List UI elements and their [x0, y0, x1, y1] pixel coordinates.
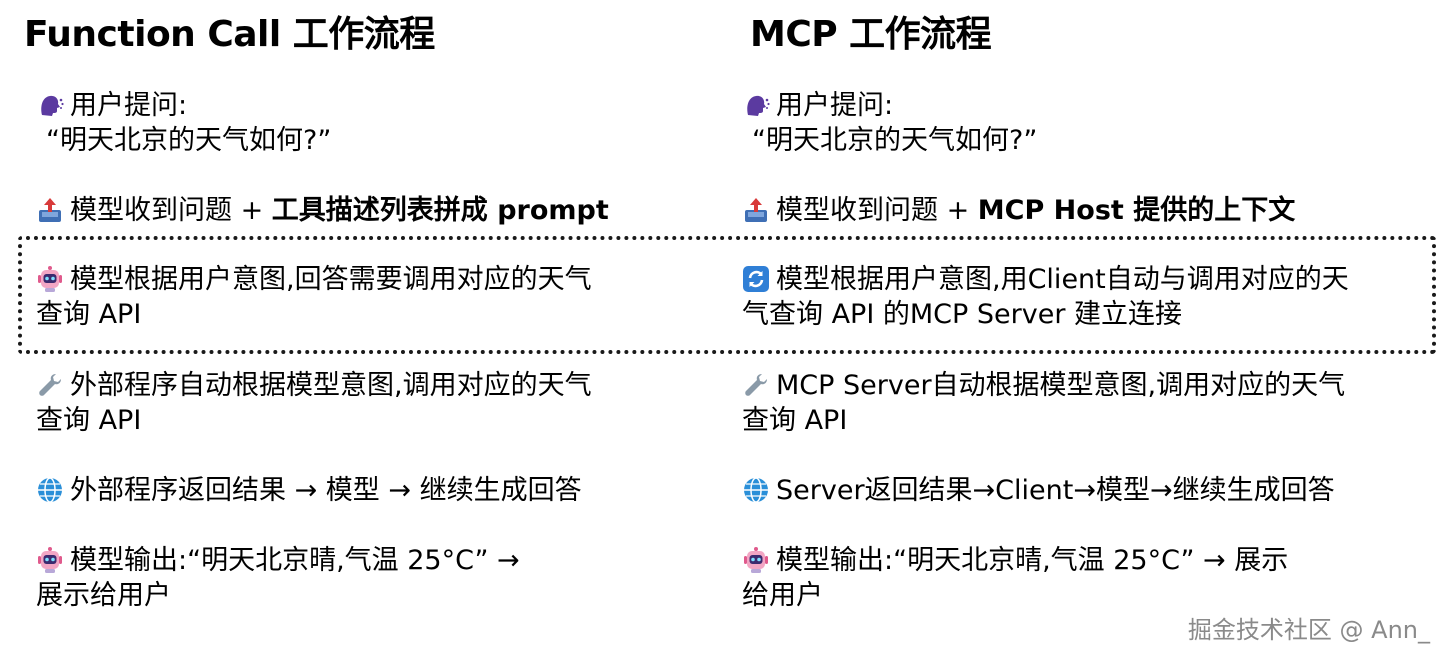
left-user-question: 用户提问: “明天北京的天气如何?” [36, 88, 331, 158]
robot-icon [742, 546, 770, 574]
step-return-text: 外部程序返回结果 → 模型 → 继续生成回答 [70, 475, 582, 506]
step-call-line1: MCP Server自动根据模型意图,调用对应的天气 [776, 370, 1346, 401]
step-receive-bold: 工具描述列表拼成 prompt [271, 195, 609, 226]
speaking-head-icon [742, 91, 770, 119]
right-step-decide: 模型根据用户意图,用Client自动与调用对应的天 气查询 API 的MCP S… [742, 262, 1349, 332]
user-question-label: 用户提问: [70, 90, 188, 121]
step-output-line2: 展示给用户 [36, 580, 171, 611]
globe-icon [742, 476, 770, 504]
left-step-output: 模型输出:“明天北京晴,气温 25°C” → 展示给用户 [36, 543, 520, 613]
watermark: 掘金技术社区 @ Ann_ [1187, 616, 1430, 644]
left-step-call: 外部程序自动根据模型意图,调用对应的天气 查询 API [36, 368, 592, 438]
step-output-line2: 给用户 [742, 580, 823, 611]
function-call-title: Function Call 工作流程 [24, 14, 435, 55]
robot-icon [36, 546, 64, 574]
step-decide-line1: 模型根据用户意图,回答需要调用对应的天气 [70, 264, 592, 295]
highlight-dotted-box [18, 236, 1436, 354]
right-user-question: 用户提问: “明天北京的天气如何?” [742, 88, 1037, 158]
right-step-return: Server返回结果→Client→模型→继续生成回答 [742, 473, 1335, 508]
step-output-line1: 模型输出:“明天北京晴,气温 25°C” → 展示 [776, 545, 1289, 576]
left-step-return: 外部程序返回结果 → 模型 → 继续生成回答 [36, 473, 582, 508]
right-step-output: 模型输出:“明天北京晴,气温 25°C” → 展示 给用户 [742, 543, 1288, 613]
outbox-tray-icon [36, 196, 64, 224]
step-decide-line1: 模型根据用户意图,用Client自动与调用对应的天 [776, 264, 1349, 295]
right-step-receive: 模型收到问题 + MCP Host 提供的上下文 [742, 193, 1295, 228]
step-receive-bold: MCP Host 提供的上下文 [977, 195, 1296, 226]
left-step-receive: 模型收到问题 + 工具描述列表拼成 prompt [36, 193, 609, 228]
outbox-tray-icon [742, 196, 770, 224]
refresh-icon [742, 265, 770, 293]
step-output-line1: 模型输出:“明天北京晴,气温 25°C” → [70, 545, 520, 576]
step-return-text: Server返回结果→Client→模型→继续生成回答 [776, 475, 1335, 506]
user-question-quote: “明天北京的天气如何?” [752, 125, 1038, 156]
step-decide-line2: 查询 API [36, 299, 142, 330]
robot-icon [36, 265, 64, 293]
wrench-icon [36, 371, 64, 399]
mcp-title: MCP 工作流程 [750, 14, 992, 55]
right-step-call: MCP Server自动根据模型意图,调用对应的天气 查询 API [742, 368, 1345, 438]
left-step-decide: 模型根据用户意图,回答需要调用对应的天气 查询 API [36, 262, 592, 332]
wrench-icon [742, 371, 770, 399]
user-question-quote: “明天北京的天气如何?” [46, 125, 332, 156]
step-call-line2: 查询 API [36, 405, 142, 436]
step-call-line1: 外部程序自动根据模型意图,调用对应的天气 [70, 370, 592, 401]
step-call-line2: 查询 API [742, 405, 848, 436]
speaking-head-icon [36, 91, 64, 119]
step-decide-line2: 气查询 API 的MCP Server 建立连接 [742, 299, 1183, 330]
step-receive-text: 模型收到问题 + [776, 195, 978, 226]
step-receive-text: 模型收到问题 + [70, 195, 272, 226]
user-question-label: 用户提问: [776, 90, 894, 121]
globe-icon [36, 476, 64, 504]
